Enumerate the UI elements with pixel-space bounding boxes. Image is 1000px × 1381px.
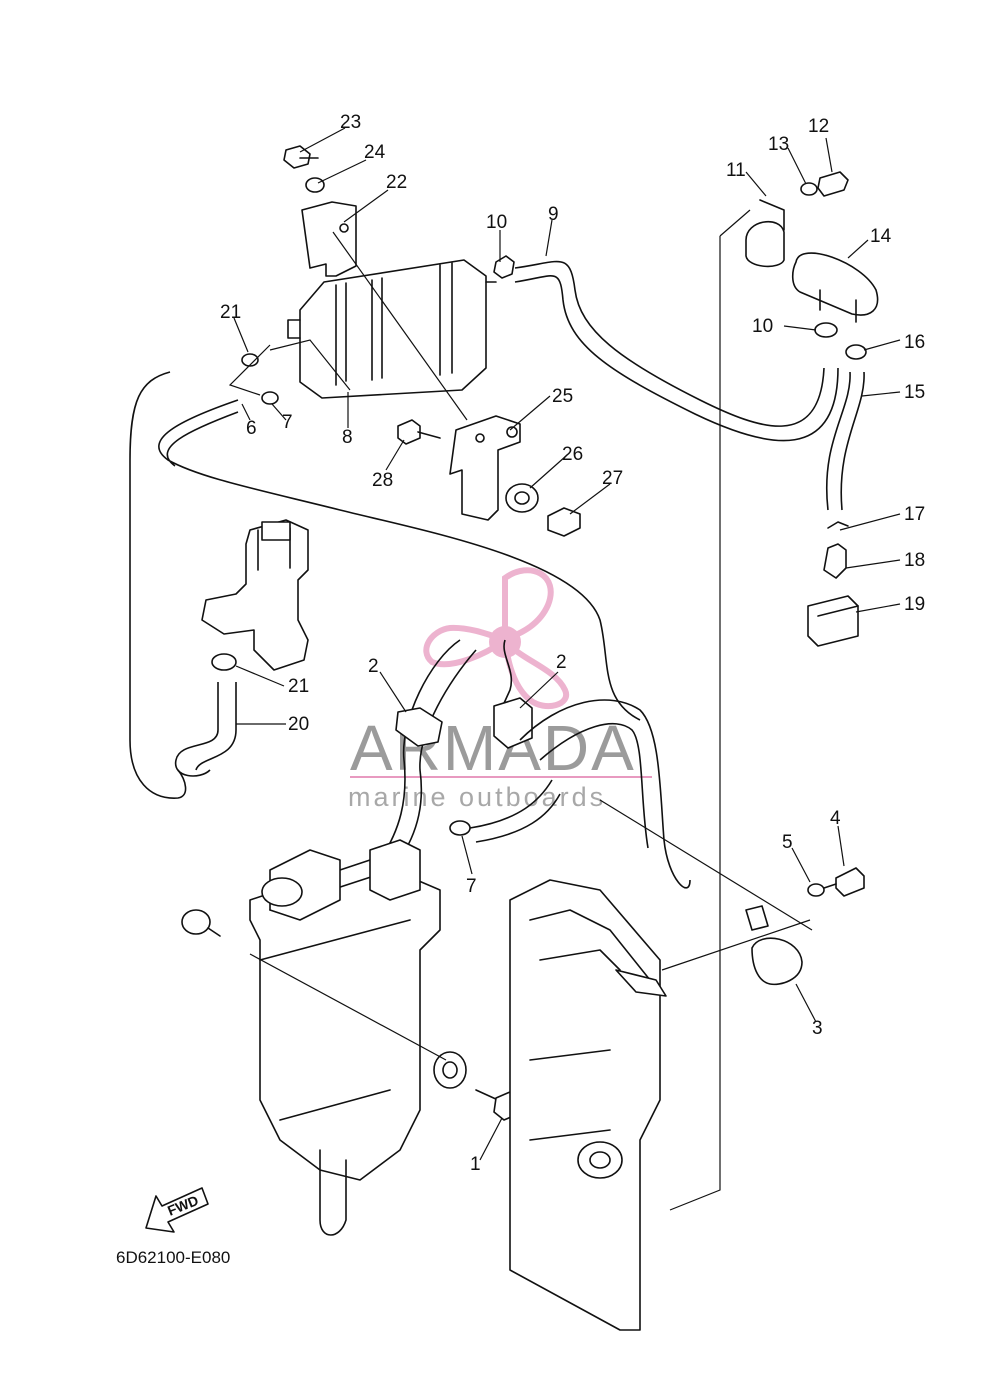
holder-11 xyxy=(745,199,785,268)
callout-4: 4 xyxy=(830,808,841,829)
hose-7-lower xyxy=(469,779,561,843)
clip-21-upper xyxy=(241,353,259,367)
clamp-2-right xyxy=(493,697,533,749)
callout-23: 23 xyxy=(340,112,361,133)
callout-5: 5 xyxy=(782,832,793,853)
valve-assembly xyxy=(201,519,309,671)
guide-line-holder xyxy=(719,209,751,237)
collar-27 xyxy=(547,507,581,537)
hose-9 xyxy=(514,260,839,442)
callout-1: 1 xyxy=(470,1154,481,1175)
bolt-4 xyxy=(823,867,865,897)
washer-24 xyxy=(305,177,325,193)
hose-center-a xyxy=(379,639,477,863)
callout-26: 26 xyxy=(562,444,583,465)
clip-21-lower xyxy=(211,653,237,671)
grommet-left xyxy=(181,909,221,937)
watermark-subtitle: marine outboards xyxy=(348,782,606,812)
propeller-icon xyxy=(423,567,570,710)
grommet-1 xyxy=(433,1051,467,1089)
callout-10-upper: 10 xyxy=(486,212,507,233)
guide-line-clamp xyxy=(661,919,811,971)
callout-21-upper: 21 xyxy=(220,302,241,323)
leader-lines xyxy=(233,127,901,1161)
assembly-line-1 xyxy=(249,953,447,1061)
callout-11: 11 xyxy=(726,160,746,181)
callout-14: 14 xyxy=(870,226,892,247)
hose-center-c xyxy=(519,699,691,889)
hose-20 xyxy=(175,682,237,777)
hose-15 xyxy=(826,371,865,511)
callout-20: 20 xyxy=(288,714,309,735)
callout-24: 24 xyxy=(364,142,386,163)
watermark-title: ARMADA xyxy=(350,712,636,784)
fwd-arrow-icon: FWD xyxy=(145,1187,209,1233)
callout-9: 9 xyxy=(548,204,559,225)
clamp-2-left xyxy=(395,707,443,747)
filter-14 xyxy=(791,252,879,323)
clip-16 xyxy=(845,344,867,360)
bracket-25 xyxy=(449,415,521,521)
callout-21-lower: 21 xyxy=(288,676,309,697)
callout-22: 22 xyxy=(386,172,407,193)
guide-line-clips xyxy=(228,339,351,396)
bolt-28 xyxy=(397,419,441,445)
callout-6: 6 xyxy=(246,418,257,439)
clamp-3 xyxy=(745,905,803,986)
clip-10-lower xyxy=(814,322,838,338)
callout-28: 28 xyxy=(372,470,393,491)
grommet-26 xyxy=(505,483,539,513)
callout-10-lower: 10 xyxy=(752,316,773,337)
hose-outer-loop xyxy=(129,371,187,799)
guide-line-right xyxy=(669,236,721,1211)
guide-line-bracket xyxy=(332,231,468,421)
vapor-separator xyxy=(249,839,441,1236)
callout-15: 15 xyxy=(904,382,925,403)
canister-8 xyxy=(287,259,497,399)
callout-25: 25 xyxy=(552,386,573,407)
valve-18 xyxy=(823,543,847,579)
bracket-22 xyxy=(301,201,357,277)
callout-2-right: 2 xyxy=(556,652,567,673)
washer-5 xyxy=(807,883,825,897)
callout-3: 3 xyxy=(812,1018,823,1039)
callout-7-lower: 7 xyxy=(466,876,477,897)
clip-7-upper xyxy=(261,391,279,405)
callout-8: 8 xyxy=(342,427,353,448)
callout-27: 27 xyxy=(602,468,623,489)
watermark-logo: ARMADA marine outboards xyxy=(348,567,652,812)
diagram-code: 6D62100-E080 xyxy=(116,1248,230,1267)
bolt-12 xyxy=(817,171,849,197)
cover-19 xyxy=(807,595,859,647)
engine-block xyxy=(509,879,667,1331)
clip-10-upper xyxy=(493,255,515,279)
bolt-23 xyxy=(283,145,319,169)
clip-17 xyxy=(827,521,849,529)
callout-18: 18 xyxy=(904,550,925,571)
callout-2-left: 2 xyxy=(368,656,379,677)
callout-12: 12 xyxy=(808,116,829,137)
callout-16: 16 xyxy=(904,332,925,353)
hose-center-b xyxy=(499,639,513,713)
callout-13: 13 xyxy=(768,134,789,155)
guide-line-hose xyxy=(599,799,813,931)
hose-6 xyxy=(158,399,641,721)
clip-7-lower xyxy=(449,820,471,836)
callout-19: 19 xyxy=(904,594,925,615)
callout-17: 17 xyxy=(904,504,925,525)
callout-labels: 23 24 22 10 9 11 13 12 14 21 10 16 15 25… xyxy=(220,112,925,1175)
washer-13 xyxy=(800,182,818,196)
callout-7-upper: 7 xyxy=(282,412,293,433)
